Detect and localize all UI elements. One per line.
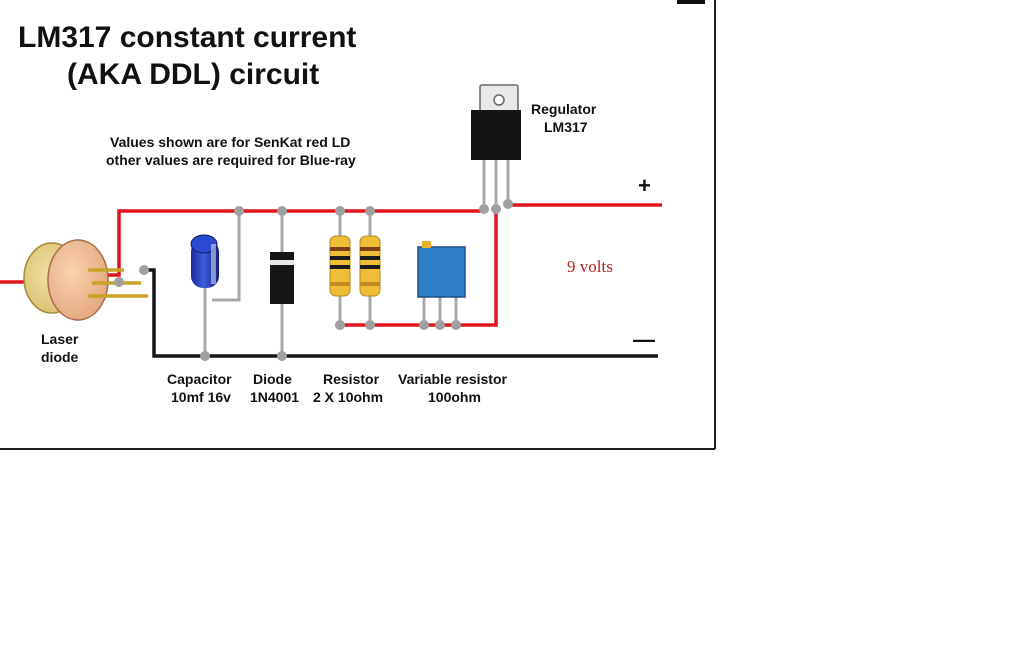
values-note-line1: Values shown are for SenKat red LD [110, 134, 350, 150]
capacitor [190, 234, 219, 288]
negative-rail-wire [144, 268, 658, 358]
plus-sign: + [638, 173, 651, 198]
resistor-left [329, 235, 351, 297]
laser-diode [23, 239, 148, 321]
voltage-label: 9 volts [567, 257, 613, 276]
laser-diode-label-line2: diode [41, 349, 79, 365]
diagram-title-line1: LM317 constant current [18, 21, 356, 54]
diode-label-line2: 1N4001 [250, 389, 299, 405]
variable-resistor-label-line2: 100ohm [428, 389, 481, 405]
resistor-right [359, 235, 381, 297]
junction-dots [114, 199, 513, 361]
resistor-label-line1: Resistor [323, 371, 380, 387]
variable-resistor-label-line1: Variable resistor [398, 371, 508, 387]
diode-label-line1: Diode [253, 371, 292, 387]
values-note-line2: other values are required for Blue-ray [106, 152, 356, 168]
capacitor-label-line1: Capacitor [167, 371, 232, 387]
laser-diode-label-line1: Laser [41, 331, 79, 347]
diagram-title-line2: (AKA DDL) circuit [67, 58, 319, 91]
diode [270, 252, 294, 304]
diagram-frame [0, 0, 716, 450]
capacitor-label-line2: 10mf 16v [171, 389, 231, 405]
minus-sign: — [633, 327, 655, 352]
regulator-label-line1: Regulator [531, 101, 597, 117]
variable-resistor [417, 241, 466, 298]
lm317-regulator [471, 84, 521, 211]
regulator-feedback-wire [338, 211, 498, 327]
resistor-label-line2: 2 X 10ohm [313, 389, 383, 405]
regulator-label-line2: LM317 [544, 119, 588, 135]
